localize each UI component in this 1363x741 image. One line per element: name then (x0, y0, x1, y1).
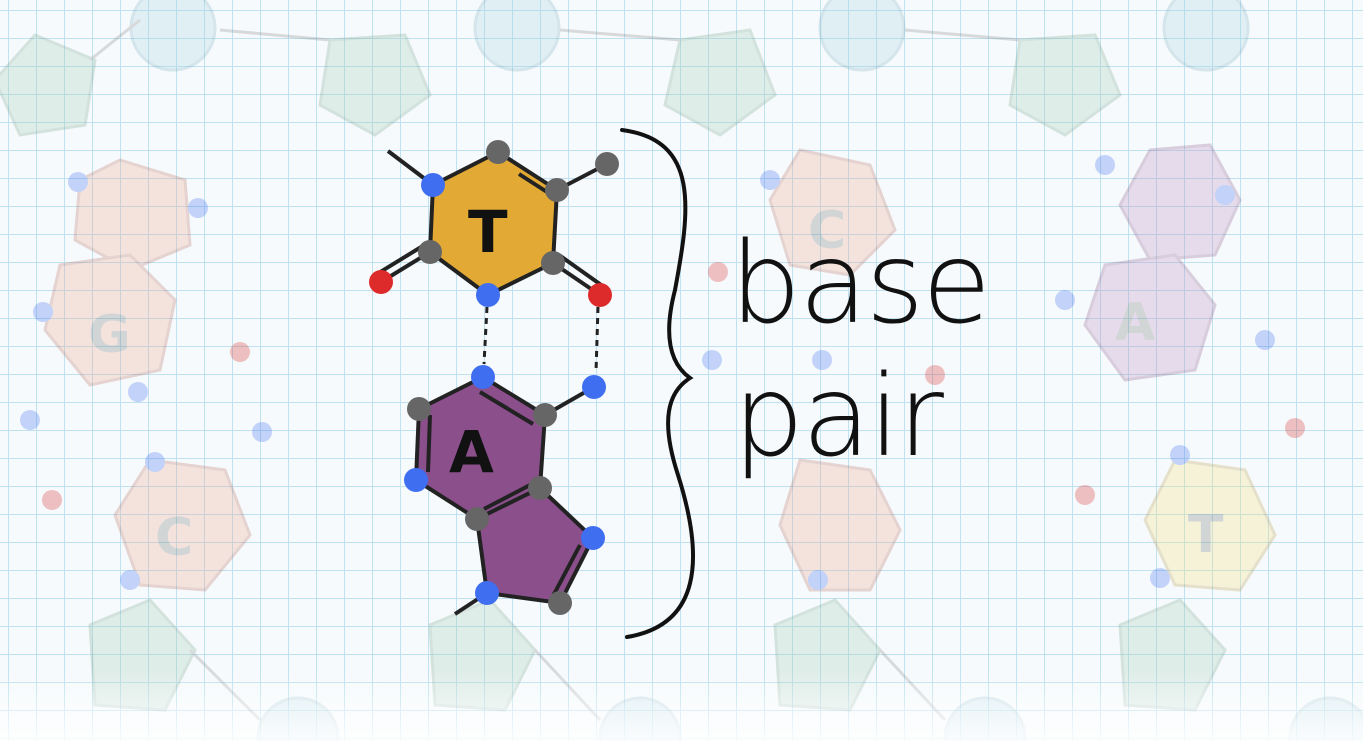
nitrogen-atom (581, 526, 605, 550)
base-label: base (730, 219, 989, 349)
background-phosphate (1162, 0, 1250, 72)
background-base-label: A (1115, 293, 1155, 353)
thymine-label: T (468, 198, 508, 266)
adenine-molecule: A (404, 365, 606, 616)
carbon-atom (418, 240, 442, 264)
background-phosphate (818, 0, 906, 72)
background-base-label: C (155, 508, 193, 568)
carbon-atom (465, 507, 489, 531)
pair-label: pair (733, 352, 944, 482)
curly-brace (620, 128, 695, 639)
nitrogen-atom (475, 581, 499, 605)
background-sugar (663, 28, 777, 137)
thymine-molecule: T (369, 140, 619, 307)
background-base-label: C (808, 201, 846, 261)
hydrogen-bonds (482, 306, 600, 373)
background-sugar (1008, 33, 1122, 137)
nitrogen-atom (421, 173, 445, 197)
background-phosphate (129, 0, 217, 72)
carbon-atom (533, 403, 557, 427)
nitrogen-atom (404, 468, 428, 492)
background-sugar (318, 33, 432, 137)
background-base-label: G (88, 305, 131, 365)
oxygen-atom (369, 270, 393, 294)
carbon-atom (541, 251, 565, 275)
background-sugar (0, 33, 97, 137)
bottom-fade-overlay (0, 671, 1363, 741)
nitrogen-atom (471, 365, 495, 389)
nitrogen-atom (582, 375, 606, 399)
background-base-label: T (1188, 505, 1224, 565)
carbon-atom (528, 476, 552, 500)
carbon-atom (486, 140, 510, 164)
oxygen-atom (588, 283, 612, 307)
carbon-atom (548, 591, 572, 615)
background-phosphate (473, 0, 561, 72)
carbon-atom (595, 152, 619, 176)
adenine-label: A (449, 418, 494, 486)
carbon-atom (407, 397, 431, 421)
carbon-atom (545, 178, 569, 202)
nitrogen-atom (476, 283, 500, 307)
